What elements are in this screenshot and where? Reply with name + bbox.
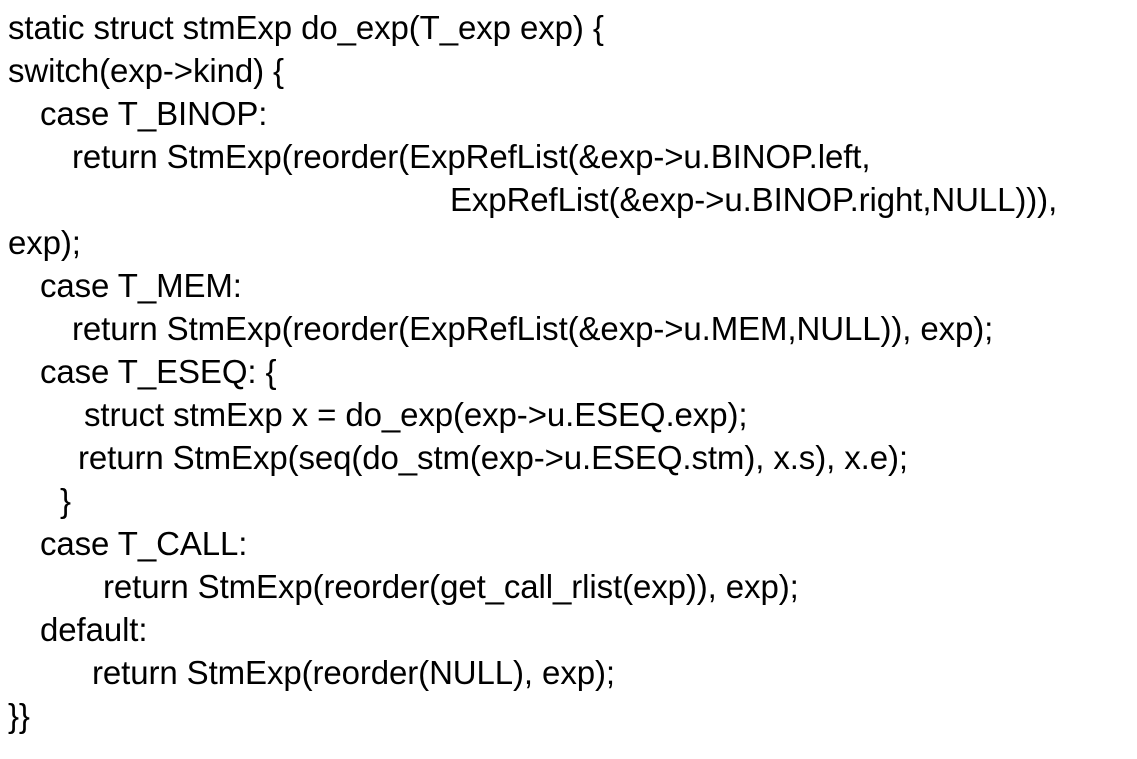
code-line: }}	[0, 694, 1137, 737]
code-line-text: case T_ESEQ: {	[40, 353, 277, 390]
code-line-text: case T_MEM:	[40, 267, 242, 304]
code-line: return StmExp(reorder(NULL), exp);	[0, 651, 1137, 694]
code-line-text: return StmExp(reorder(ExpRefList(&exp->u…	[72, 310, 994, 347]
code-line: case T_BINOP:	[0, 92, 1137, 135]
code-line-text: case T_BINOP:	[40, 95, 268, 132]
code-line: default:	[0, 608, 1137, 651]
code-line: }	[0, 479, 1137, 522]
code-line: switch(exp->kind) {	[0, 49, 1137, 92]
code-line-text: struct stmExp x = do_exp(exp->u.ESEQ.exp…	[84, 396, 748, 433]
code-line-text: return StmExp(reorder(ExpRefList(&exp->u…	[72, 138, 871, 175]
code-line: case T_ESEQ: {	[0, 350, 1137, 393]
code-line: return StmExp(reorder(ExpRefList(&exp->u…	[0, 307, 1137, 350]
code-line: static struct stmExp do_exp(T_exp exp) {	[0, 6, 1137, 49]
code-line-text: case T_CALL:	[40, 525, 248, 562]
code-line: return StmExp(seq(do_stm(exp->u.ESEQ.stm…	[0, 436, 1137, 479]
code-line-text: }}	[8, 697, 30, 734]
code-line-text: return StmExp(reorder(get_call_rlist(exp…	[103, 568, 799, 605]
code-line: case T_CALL:	[0, 522, 1137, 565]
code-line-text: return StmExp(reorder(NULL), exp);	[92, 654, 615, 691]
code-line-text: static struct stmExp do_exp(T_exp exp) {	[8, 9, 604, 46]
code-line: exp);	[0, 221, 1137, 264]
code-line-text: default:	[40, 611, 148, 648]
code-line-text: }	[60, 482, 71, 519]
code-line-text: return StmExp(seq(do_stm(exp->u.ESEQ.stm…	[78, 439, 908, 476]
code-line: case T_MEM:	[0, 264, 1137, 307]
code-line: struct stmExp x = do_exp(exp->u.ESEQ.exp…	[0, 393, 1137, 436]
code-line: return StmExp(reorder(get_call_rlist(exp…	[0, 565, 1137, 608]
code-line: ExpRefList(&exp->u.BINOP.right,NULL))),	[0, 178, 1137, 221]
code-line-text: switch(exp->kind) {	[8, 52, 284, 89]
code-line-text: ExpRefList(&exp->u.BINOP.right,NULL))),	[450, 181, 1058, 218]
code-line-text: exp);	[8, 224, 81, 261]
code-line: return StmExp(reorder(ExpRefList(&exp->u…	[0, 135, 1137, 178]
